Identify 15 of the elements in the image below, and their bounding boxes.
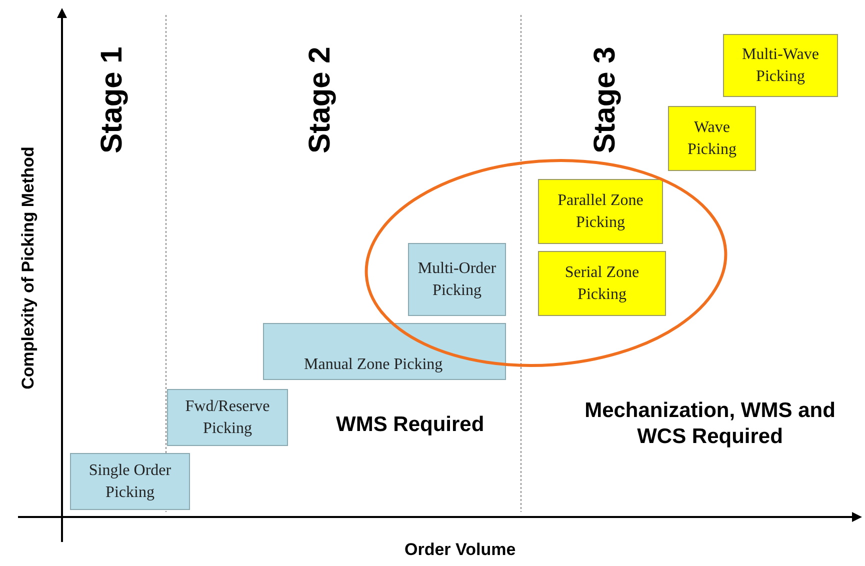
- process-box: Multi-Wave Picking: [723, 34, 838, 97]
- stage-heading: Stage 3: [588, 46, 622, 154]
- process-box: Multi-Order Picking: [408, 243, 506, 316]
- process-box: Single Order Picking: [70, 453, 190, 510]
- stage-heading: Stage 1: [94, 46, 129, 154]
- axis-title: Order Volume: [404, 540, 516, 560]
- requirement-note: Mechanization, WMS and WCS Required: [584, 398, 836, 450]
- requirement-note: WMS Required: [336, 413, 484, 437]
- process-box: Wave Picking: [668, 106, 756, 171]
- process-box: Fwd/Reserve Picking: [167, 389, 288, 446]
- stage-heading: Stage 2: [302, 46, 337, 154]
- process-box: Parallel Zone Picking: [538, 179, 663, 244]
- axis-title: Complexity of Picking Method: [18, 146, 38, 390]
- process-box: Serial Zone Picking: [538, 251, 666, 316]
- process-box: Manual Zone Picking: [263, 323, 506, 380]
